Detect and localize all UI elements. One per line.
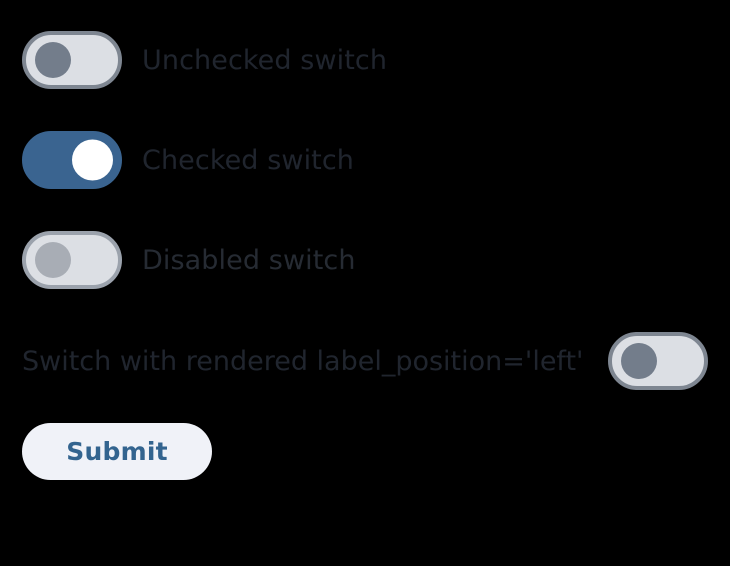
switch-knob-icon (35, 42, 71, 78)
switch-knob-icon (35, 242, 71, 278)
checked-switch-label: Checked switch (142, 144, 355, 176)
unchecked-switch-label: Unchecked switch (142, 44, 388, 76)
left-label-switch-label: Switch with rendered label_position='lef… (22, 345, 584, 377)
switch-row-unchecked: Unchecked switch (22, 30, 387, 90)
switch-knob-icon (621, 343, 657, 379)
disabled-switch-toggle (22, 231, 122, 289)
left-label-switch-toggle[interactable] (608, 332, 708, 390)
submit-button[interactable]: Submit (22, 423, 212, 480)
switch-row-left-label: Switch with rendered label_position='lef… (22, 331, 708, 391)
switch-row-checked: Checked switch (22, 130, 354, 190)
checked-switch-toggle[interactable] (22, 131, 122, 189)
disabled-switch-label: Disabled switch (142, 244, 356, 276)
switch-row-disabled: Disabled switch (22, 230, 356, 290)
unchecked-switch-toggle[interactable] (22, 31, 122, 89)
switch-knob-icon (72, 139, 113, 181)
